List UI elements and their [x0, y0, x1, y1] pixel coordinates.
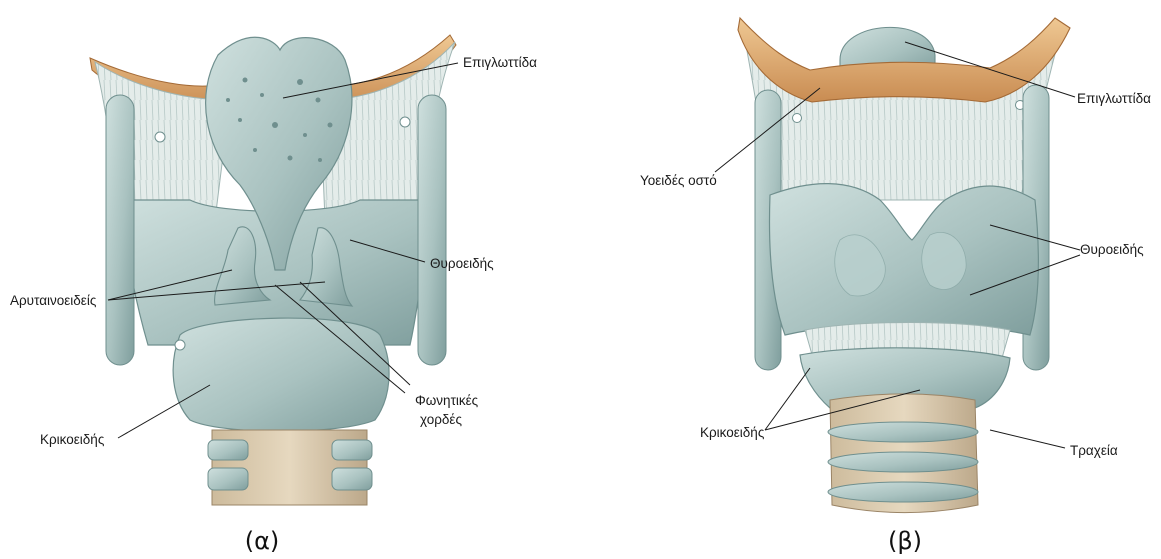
tracheal-ring-b1 [828, 422, 978, 442]
label-cricoid-a: Κρικοειδής [40, 432, 105, 447]
tracheal-ring-a3 [332, 440, 372, 460]
panel-b-illustration [738, 18, 1070, 513]
foramen-left-a [155, 132, 165, 142]
tracheal-ring-b3 [828, 482, 978, 502]
label-cricoid-b: Κρικοειδής [700, 425, 765, 440]
cricothyroid-foramen-left-a [175, 340, 185, 350]
thyroid-horn-right-a [418, 95, 446, 365]
label-trachea-b: Τραχεία [1070, 443, 1118, 458]
label-thyroid-a: Θυροειδής [430, 256, 494, 271]
label-thyroid-b: Θυροειδής [1080, 242, 1144, 257]
foramen-right-a [400, 117, 410, 127]
panel-a-illustration [90, 35, 456, 505]
foramen-left-b [793, 114, 802, 123]
thyroid-horn-left-a [106, 95, 134, 365]
tracheal-ring-a4 [332, 468, 372, 490]
label-hyoid-b: Υοειδές οστό [640, 173, 717, 188]
label-epiglottis-b: Επιγλωττίδα [1077, 91, 1151, 106]
tracheal-ring-b2 [828, 452, 978, 472]
label-vocal-cords-line1-a: Φωνητικές [415, 393, 479, 408]
thyroid-cartilage-b [770, 184, 1039, 335]
caption-panel-a: (α) [245, 527, 280, 555]
caption-panel-b: (β) [888, 527, 922, 555]
tracheal-ring-a2 [208, 468, 248, 490]
tracheal-ring-a1 [208, 440, 248, 460]
label-vocal-cords-line2-a: χορδές [420, 412, 462, 427]
label-epiglottis-a: Επιγλωττίδα [463, 55, 537, 70]
label-arytenoid-a: Αρυταινοειδείς [10, 293, 97, 308]
